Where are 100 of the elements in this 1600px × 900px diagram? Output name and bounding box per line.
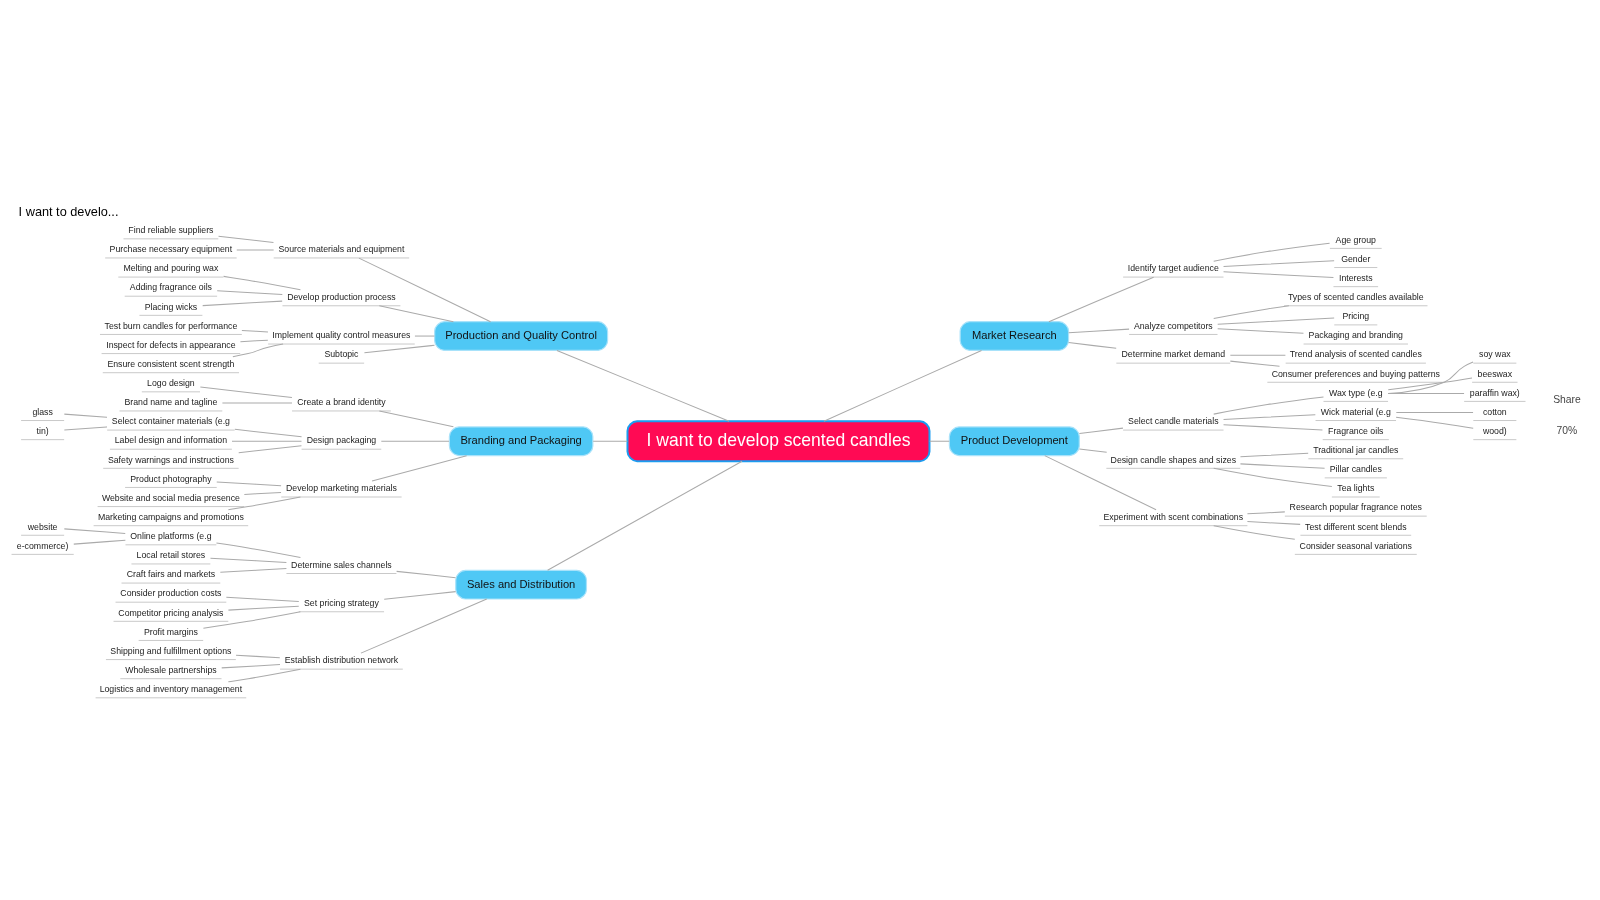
node-text: website [27,521,58,532]
connector [360,598,488,654]
connector [1223,271,1334,279]
node-text: Implement quality control measures [272,330,411,341]
connector [1213,396,1324,415]
connector [202,300,283,307]
node-text: Subtopic [324,349,359,360]
connector [556,349,730,422]
node-text: Fragrance oils [1328,425,1384,436]
node-text: Analyze competitors [1133,320,1213,331]
node-text: Pricing [1342,311,1370,322]
connector [238,445,302,454]
node-text: Craft fairs and markets [126,569,216,580]
node-text: Online platforms (e.g [130,531,212,542]
connector [225,596,300,602]
connector [1239,463,1326,469]
node-text: Select candle materials [1128,416,1219,427]
connector [199,386,293,398]
node-text: Wick material (e.g [1320,406,1391,417]
connector [378,410,454,428]
node-text: Consider production costs [120,588,222,599]
connector [1223,260,1335,268]
node-text: soy wax [1479,349,1511,360]
node-text: Adding fragrance oils [129,282,213,293]
connector [1068,328,1130,334]
connector [221,402,293,404]
connector [380,440,450,442]
node-text: Establish distribution network [284,655,399,666]
connector [1078,427,1124,434]
node-text: Label design and information [114,435,228,446]
connector [1246,521,1301,525]
node-text: Shipping and fulfillment options [110,645,232,656]
connector [1213,467,1333,487]
connector [232,343,284,358]
connector [378,305,454,323]
node-text: Logistics and inventory management [99,684,243,695]
node-text: tin) [36,425,49,436]
node-text: Experiment with scent combinations [1103,511,1244,522]
node-text: Website and social media presence [101,492,240,503]
connector [1223,414,1316,420]
node-box: Production and Quality Control [434,321,609,351]
connector [371,455,468,482]
connector [1239,452,1309,458]
node-text: Develop marketing materials [285,483,397,494]
diagram-title: I want to develo... [18,203,119,219]
node-text: glass [32,406,53,417]
node-text: Design candle shapes and sizes [1110,454,1237,465]
connector [227,496,301,511]
connector [209,557,287,563]
node-box: Branding and Packaging [448,426,594,457]
connector [414,335,435,337]
node-text: Logo design [147,378,195,389]
node-text: Pillar candles [1329,464,1382,475]
node-text: Competitor pricing analysis [118,607,224,618]
connector [63,528,126,534]
node-text: Find reliable suppliers [128,225,214,236]
connector [1213,242,1331,262]
connector [219,568,287,573]
node-box: I want to develop scented candles [626,420,931,463]
node-text: Consumer preferences and buying patterns [1271,368,1440,379]
connector [1395,416,1474,429]
node-text: paraffin wax) [1469,387,1520,398]
node-text: Packaging and branding [1308,330,1403,341]
connector [363,344,436,354]
connector [243,491,282,495]
connector [63,426,108,431]
node-text: Melting and pouring wax [123,263,219,274]
node-box: Sales and Distribution [455,569,588,600]
node-text: Age group [1335,234,1376,245]
connector [592,440,628,442]
node-text: Local retail stores [136,550,206,561]
node-text: Test different scent blends [1305,521,1407,532]
connector [221,664,281,669]
connector [1048,276,1155,323]
node-text: Marketing campaigns and promotions [97,511,244,522]
connector [1395,412,1474,414]
connector [223,275,301,291]
node-text: Traditional jar candles [1313,445,1399,456]
node-text: Set pricing strategy [303,598,379,609]
connector [63,413,108,418]
connector [216,481,282,487]
connector [73,539,126,545]
node-text: Test burn candles for performance [104,320,238,331]
node-text: Consider seasonal variations [1299,540,1412,551]
connector [218,235,274,243]
node-text: Research popular fragrance notes [1289,502,1422,513]
node-text: Gender [1341,253,1371,264]
label: Share [1553,393,1581,405]
connector [227,605,300,611]
connector [1068,342,1117,349]
label: 70% [1556,425,1578,437]
node-text: Determine sales channels [291,559,392,570]
connector [1229,354,1286,356]
connector [1213,525,1296,540]
node-text: Wholesale partnerships [125,664,217,675]
node-text: Types of scented candles available [1287,292,1424,303]
node-text: Identify target audience [1127,263,1219,274]
connector [1387,392,1465,394]
node-text: beeswax [1477,368,1513,379]
node-box: Product Development [948,426,1080,457]
